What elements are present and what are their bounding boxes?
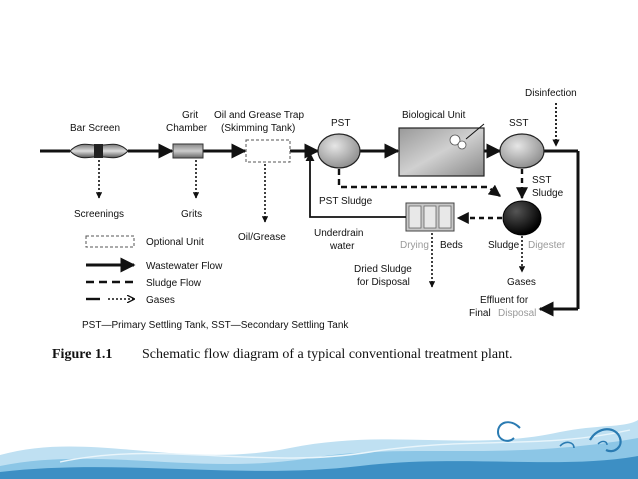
- caption-text: Schematic flow diagram of a typical conv…: [142, 347, 512, 362]
- bar-screen-unit: [69, 143, 129, 159]
- legend-sludge-flow: Sludge Flow: [146, 278, 202, 289]
- sst-tank: [499, 133, 545, 169]
- grit-chamber-unit: [172, 143, 204, 159]
- label-oil-grease-trap: Oil and Grease Trap: [214, 110, 304, 121]
- underdrain-water-flow: [305, 152, 406, 218]
- label-underdrain-line2: water: [329, 241, 355, 252]
- label-sst-sludge-line2: Sludge: [532, 188, 564, 199]
- label-final: Final: [469, 308, 491, 319]
- abbreviations-note: PST—Primary Settling Tank, SST—Secondary…: [82, 320, 349, 331]
- sludge-digester-tank: [502, 200, 542, 236]
- biological-unit-pointer: [465, 123, 485, 140]
- wastewater-main-line: [40, 143, 580, 317]
- label-effluent: Effluent for: [480, 295, 529, 306]
- label-dried-sludge-line2: for Disposal: [357, 277, 410, 288]
- label-bar-screen: Bar Screen: [70, 123, 120, 134]
- legend-wastewater-flow: Wastewater Flow: [146, 261, 223, 272]
- legend-optional-unit: Optional Unit: [146, 237, 204, 248]
- label-disinfection: Disinfection: [525, 88, 577, 99]
- label-digester: Digester: [528, 240, 566, 251]
- label-sst-sludge-line1: SST: [532, 175, 551, 186]
- pst-tank: [317, 133, 361, 169]
- pst-sludge-flow: [337, 169, 501, 197]
- drying-beds-unit: [405, 202, 455, 232]
- label-sst: SST: [509, 118, 528, 129]
- label-beds: Beds: [440, 240, 463, 251]
- label-chamber: Chamber: [166, 123, 208, 134]
- label-grits: Grits: [181, 209, 202, 220]
- legend-optional-swatch: [85, 235, 135, 248]
- label-dried-sludge-line1: Dried Sludge: [354, 264, 412, 275]
- legend: Optional Unit Wastewater Flow Sludge Flo…: [85, 235, 223, 306]
- legend-gases: Gases: [146, 295, 175, 306]
- oil-grease-trap-unit: [245, 139, 291, 163]
- label-drying: Drying: [400, 240, 429, 251]
- label-biological-unit: Biological Unit: [402, 110, 466, 121]
- label-skimming-tank: (Skimming Tank): [221, 123, 295, 134]
- label-screenings: Screenings: [74, 209, 124, 220]
- decorative-wave-footer: [0, 417, 638, 479]
- label-pst: PST: [331, 118, 350, 129]
- caption-figure-number: Figure 1.1: [52, 347, 112, 362]
- label-oil-grease: Oil/Grease: [238, 232, 286, 243]
- label-gases: Gases: [507, 277, 536, 288]
- label-underdrain-line1: Underdrain: [314, 228, 363, 239]
- label-grit: Grit: [182, 110, 198, 121]
- label-pst-sludge: PST Sludge: [319, 196, 373, 207]
- label-disposal: Disposal: [498, 308, 536, 319]
- label-sludge: Sludge: [488, 240, 520, 251]
